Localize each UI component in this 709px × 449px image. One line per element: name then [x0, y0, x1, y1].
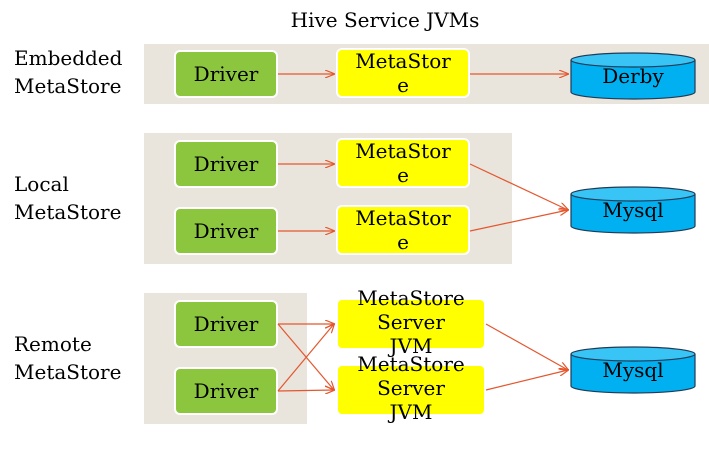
remote-metastore-server-box-1: MetaStore Server JVM: [336, 286, 486, 358]
database-label: Derby: [602, 64, 664, 88]
database-cylinder-icon: [570, 52, 696, 100]
database-cylinder-icon: [570, 186, 696, 234]
database-label: Mysql: [602, 358, 664, 382]
arrow-local-metastore1-to-mysql: [469, 163, 568, 210]
embedded-driver-box: Driver: [174, 50, 278, 98]
row-label-line2: MetaStore: [14, 200, 122, 224]
database-cylinder-icon: [570, 346, 696, 394]
row-label-line1: Embedded: [14, 46, 123, 70]
arrow-remote-server1-to-mysql: [485, 323, 568, 370]
row-label-line1: Remote: [14, 332, 92, 356]
local-metastore-box-2: MetaStor e: [336, 205, 470, 255]
arrow-remote-driver2-to-server1: [277, 324, 334, 392]
local-metastore-box-1: MetaStor e: [336, 138, 470, 188]
row-label-line2: MetaStore: [14, 74, 122, 98]
arrow-remote-driver2-to-server2: [277, 390, 334, 391]
remote-mysql-database: Mysql: [570, 346, 696, 394]
embedded-metastore-box: MetaStor e: [336, 48, 470, 98]
row-label-line1: Local: [14, 172, 69, 196]
diagram-title: Hive Service JVMs: [290, 8, 480, 32]
derby-database: Derby: [570, 52, 696, 100]
remote-metastore-server-label-2: MetaStore Server JVM: [357, 352, 465, 424]
row-label-remote: Remote MetaStore: [14, 330, 121, 386]
remote-driver-box-2: Driver: [174, 367, 278, 415]
row-label-embedded: Embedded MetaStore: [14, 44, 122, 100]
local-driver-box-1: Driver: [174, 140, 278, 188]
remote-metastore-server-label-1: MetaStore Server JVM: [357, 286, 465, 358]
remote-driver-box-1: Driver: [174, 300, 278, 348]
local-driver-box-2: Driver: [174, 207, 278, 255]
arrow-local-metastore2-to-mysql: [469, 210, 568, 232]
row-label-line2: MetaStore: [14, 360, 122, 384]
arrow-remote-server2-to-mysql: [485, 370, 568, 391]
database-label: Mysql: [602, 198, 664, 222]
remote-metastore-server-box-2: MetaStore Server JVM: [336, 352, 486, 424]
row-label-local: Local MetaStore: [14, 170, 121, 226]
local-mysql-database: Mysql: [570, 186, 696, 234]
